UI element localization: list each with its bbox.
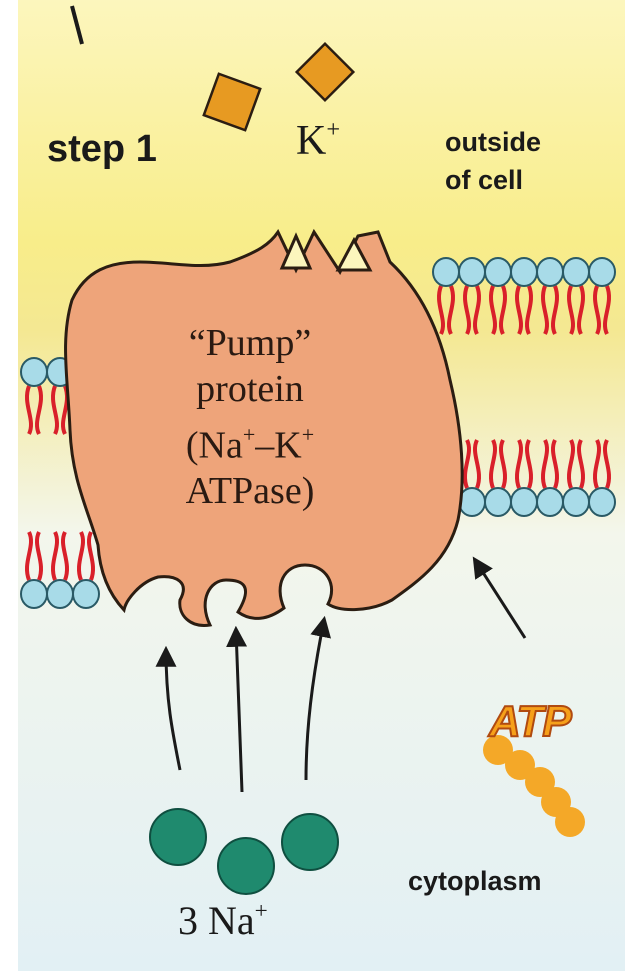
phospholipid-head (459, 258, 485, 286)
cytoplasm-label: cytoplasm (408, 866, 542, 897)
phospholipid-head (21, 580, 47, 608)
pump-label-line4: ATPase) (150, 468, 350, 514)
outside-of-cell-label: outside of cell (445, 123, 541, 199)
pump-label-k: –K (255, 424, 301, 466)
phospholipid-head (21, 358, 47, 386)
potassium-symbol: K (296, 118, 326, 164)
phospholipid-head (511, 488, 537, 516)
pump-label-line1: “Pump” (150, 320, 350, 366)
potassium-charge: + (326, 116, 340, 143)
outside-label-line2: of cell (445, 165, 523, 195)
pump-protein-label: “Pump” protein (Na+–K+ ATPase) (150, 320, 350, 514)
phospholipid-head (47, 580, 73, 608)
phospholipid-head (485, 488, 511, 516)
sodium-label: 3 Na+ (178, 897, 268, 944)
outside-label-line1: outside (445, 127, 541, 157)
pump-label-line3: (Na+–K+ (150, 412, 350, 468)
sodium-ion (282, 814, 338, 870)
step-label: step 1 (47, 128, 157, 171)
pump-label-na-charge: + (243, 422, 255, 447)
pump-label-k-charge: + (302, 422, 314, 447)
sodium-charge: + (255, 898, 268, 924)
phospholipid-head (563, 258, 589, 286)
phospholipid-head (537, 258, 563, 286)
phospholipid-head (537, 488, 563, 516)
atp-label: ATP (489, 697, 571, 747)
sodium-ion (218, 838, 274, 894)
phospholipid-head (485, 258, 511, 286)
sodium-ion (150, 809, 206, 865)
phospholipid-head (563, 488, 589, 516)
pump-label-na: (Na (186, 424, 243, 466)
potassium-label: K+ (296, 116, 340, 165)
phospholipid-head (589, 488, 615, 516)
sodium-symbol: 3 Na (178, 898, 255, 943)
pump-label-line2: protein (150, 366, 350, 412)
phospholipid-head (73, 580, 99, 608)
phospholipid-head (433, 258, 459, 286)
phospholipid-head (589, 258, 615, 286)
phospholipid-head (511, 258, 537, 286)
